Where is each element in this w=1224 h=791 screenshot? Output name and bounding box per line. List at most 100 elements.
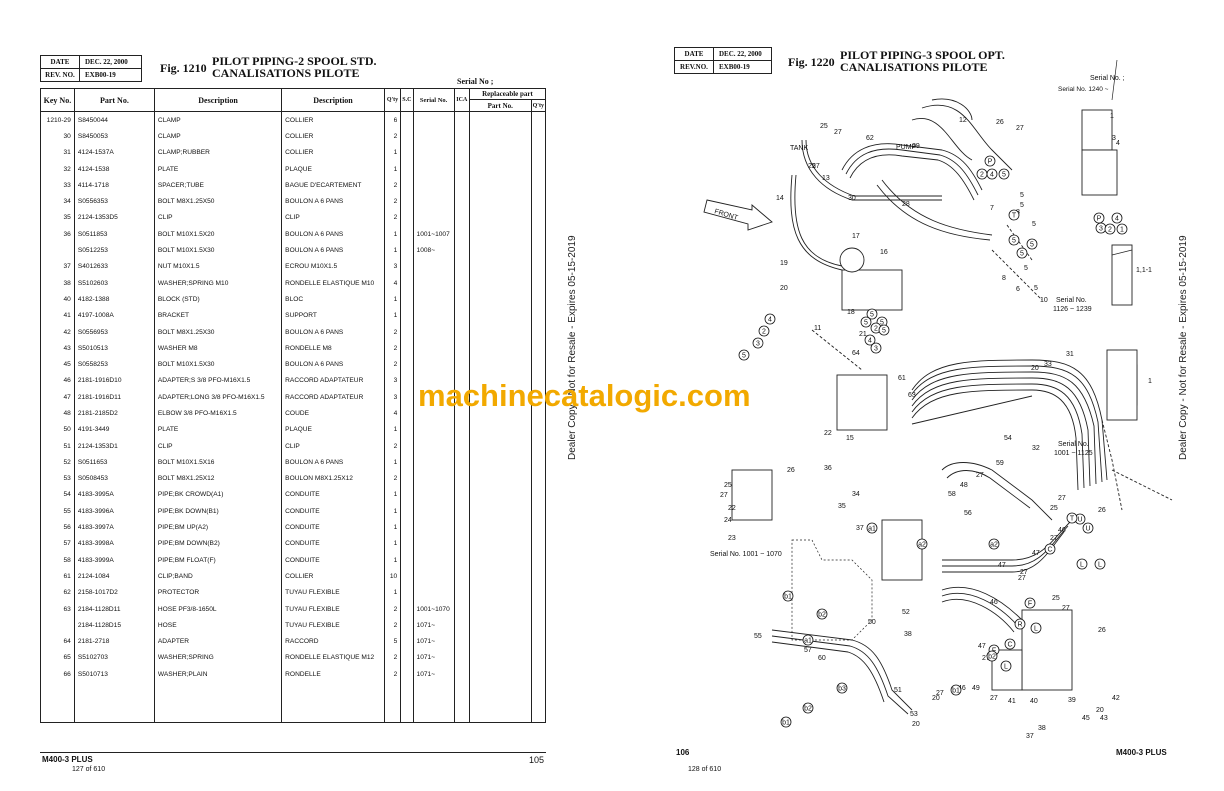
sc-cell xyxy=(400,454,414,471)
callout-number: 27 xyxy=(982,655,990,662)
callout-number: 22 xyxy=(728,505,736,512)
sc-cell xyxy=(400,356,414,373)
qty-cell: 1 xyxy=(383,552,402,569)
callout-number: 40 xyxy=(1030,698,1038,705)
callout-circle xyxy=(1076,558,1088,570)
desc-fr-cell: RACCORD ADAPTATEUR xyxy=(281,389,385,406)
desc-en-cell: BOLT M8X1.25X12 xyxy=(153,470,283,487)
callout-number: 21 xyxy=(859,331,867,338)
part-cell: 2158-1017D2 xyxy=(73,584,155,601)
sc-cell xyxy=(400,486,414,504)
callout-number: 26 xyxy=(787,467,795,474)
serial-cell xyxy=(412,160,455,178)
serial-cell xyxy=(412,209,455,227)
rep-part-cell xyxy=(468,454,532,471)
serial-cell xyxy=(412,421,455,438)
qty-cell: 2 xyxy=(383,128,402,145)
page-number: 106 xyxy=(676,748,690,757)
serial-cell xyxy=(412,177,455,194)
part-cell: 4183-3997A xyxy=(73,519,155,536)
ica-cell xyxy=(453,405,470,422)
callout-number: 20 xyxy=(912,721,920,728)
rep-part-cell xyxy=(468,291,532,308)
callout-number: 20 xyxy=(780,285,788,292)
ica-cell xyxy=(453,486,470,504)
desc-fr-cell: BOULON M8X1.25X12 xyxy=(281,470,385,487)
serial-cell xyxy=(412,486,455,504)
empty-cell xyxy=(153,682,283,724)
serial-cell: 1071~ xyxy=(412,666,455,683)
desc-fr-cell: SUPPORT xyxy=(281,307,385,324)
callout-circle xyxy=(866,308,878,320)
sc-cell xyxy=(400,405,414,422)
ica-cell xyxy=(453,372,470,390)
qty-cell: 1 xyxy=(383,160,402,178)
rep-qty-cell xyxy=(530,600,547,618)
desc-en-cell: HOSE xyxy=(153,617,283,634)
callout-number: 26 xyxy=(1098,627,1106,634)
callout-circle-label: 2 xyxy=(762,328,766,335)
empty-cell xyxy=(400,682,414,724)
ica-cell xyxy=(453,454,470,471)
sc-cell xyxy=(400,144,414,161)
ica-cell xyxy=(453,274,470,292)
desc-en-cell: ADAPTER;S 3/8 PFO-M16X1.5 xyxy=(153,372,283,390)
callout-circle-label: L xyxy=(1004,663,1008,670)
rep-part-cell xyxy=(468,226,532,243)
sc-cell xyxy=(400,535,414,553)
part-cell: 2181-2185D2 xyxy=(73,405,155,422)
callout-number: 60 xyxy=(818,655,826,662)
callout-number: 27 xyxy=(1018,575,1026,582)
serial-1001-label-b: 1001 ~ 1125 xyxy=(1054,450,1093,457)
ica-cell xyxy=(453,535,470,553)
callout-circle xyxy=(864,334,876,346)
serial-cell xyxy=(412,323,455,341)
key-cell: 40 xyxy=(40,291,75,308)
desc-fr-cell: COLLIER xyxy=(281,144,385,161)
callout-number: 29 xyxy=(912,143,920,150)
qty-cell: 6 xyxy=(383,111,402,129)
callout-number: 1 xyxy=(1110,113,1114,120)
callout-circle xyxy=(1116,223,1128,235)
callout-circle xyxy=(758,325,770,337)
callout-number: 46 xyxy=(1058,527,1066,534)
ica-cell xyxy=(453,258,470,275)
part-cell: 2184-1128D11 xyxy=(73,600,155,618)
tank-label: TANK xyxy=(790,145,808,152)
desc-en-cell: BLOCK (STD) xyxy=(153,291,283,308)
col-sc: S.C xyxy=(400,88,414,112)
rep-part-cell xyxy=(468,600,532,618)
sc-cell xyxy=(400,258,414,275)
callout-circle-label: b1 xyxy=(784,593,792,600)
callout-number: 10 xyxy=(1040,297,1048,304)
callout-number: 41 xyxy=(1008,698,1016,705)
rep-qty-cell xyxy=(530,649,547,667)
key-cell: 58 xyxy=(40,552,75,569)
ica-cell xyxy=(453,666,470,683)
key-cell: 61 xyxy=(40,568,75,585)
qty-cell: 1 xyxy=(383,535,402,553)
key-cell: 45 xyxy=(40,356,75,373)
desc-fr-cell: TUYAU FLEXIBLE xyxy=(281,584,385,601)
empty-cell xyxy=(530,682,547,724)
rep-qty-cell xyxy=(530,193,547,210)
desc-fr-cell: RACCORD ADAPTATEUR xyxy=(281,372,385,390)
qty-cell: 1 xyxy=(383,519,402,536)
callout-circle xyxy=(816,608,828,620)
serial-cell xyxy=(412,128,455,145)
callout-number: 46 xyxy=(958,685,966,692)
rep-part-cell xyxy=(468,437,532,455)
part-cell: 2124-1084 xyxy=(73,568,155,585)
callout-circle-label: T xyxy=(1070,515,1075,522)
ica-cell xyxy=(453,356,470,373)
callout-circle xyxy=(950,684,962,696)
desc-fr-cell: COLLIER xyxy=(281,128,385,145)
callout-circle-label: 4 xyxy=(990,171,994,178)
serial-cell xyxy=(412,193,455,210)
key-cell: 56 xyxy=(40,519,75,536)
rep-part-cell xyxy=(468,519,532,536)
qty-cell: 2 xyxy=(383,600,402,618)
